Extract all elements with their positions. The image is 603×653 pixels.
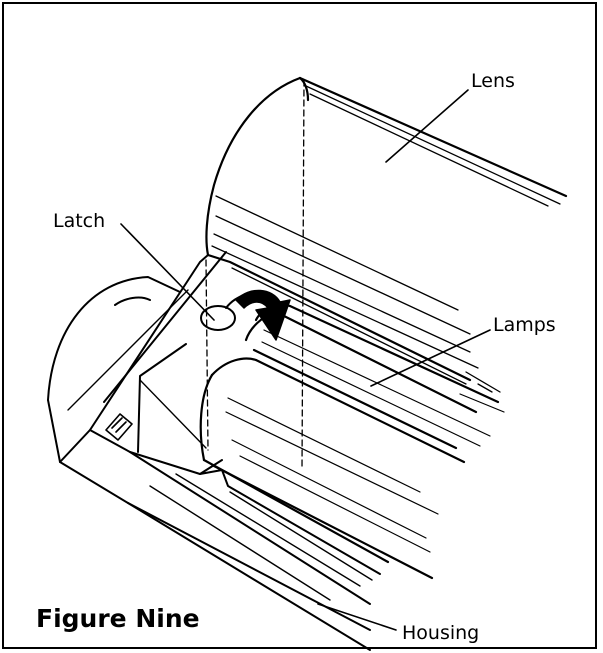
lens-leader-line [385, 89, 469, 163]
lamp-tube-fine-lines [225, 329, 505, 553]
connector-icon [105, 413, 133, 441]
alignment-guides [205, 79, 305, 469]
rotation-arrow-icon [235, 289, 291, 341]
housing-label: Housing [402, 622, 480, 644]
housing-leader-line [317, 603, 397, 631]
lamp-tubes [199, 303, 500, 580]
lens-surface-lines [211, 85, 561, 393]
latch-label: Latch [53, 210, 106, 232]
figure-title: Figure Nine [36, 604, 200, 633]
leader-lines [120, 89, 491, 631]
latch-leader-line [120, 223, 215, 321]
lens-label: Lens [471, 70, 515, 92]
figure-frame [2, 2, 597, 649]
lamps-label: Lamps [493, 314, 556, 336]
lamps-leader-line [370, 329, 491, 387]
housing-body [47, 251, 381, 651]
housing-fine-lines [67, 289, 373, 601]
lens-cover [205, 76, 568, 382]
